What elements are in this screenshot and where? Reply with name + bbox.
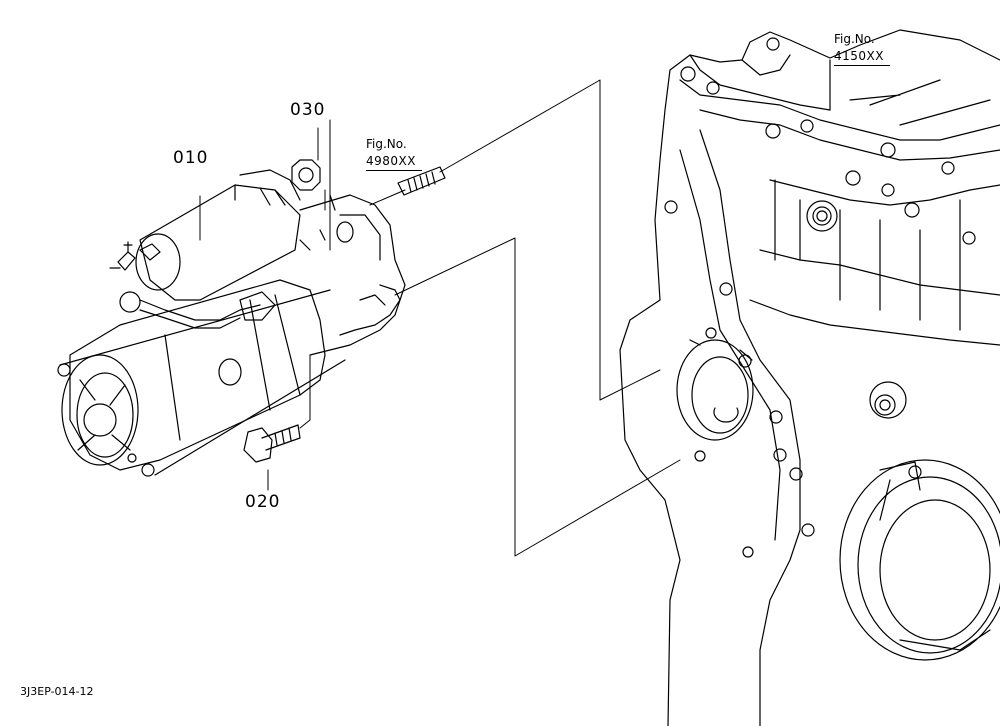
fig-ref-case-title: Fig.No. xyxy=(834,32,875,46)
fig-ref-stud-underline xyxy=(366,170,422,171)
drawing-code: 3J3EP-014-12 xyxy=(20,685,94,698)
callout-020: 020 xyxy=(245,492,281,512)
assembly-lines xyxy=(199,79,681,557)
fig-ref-case-number: 4150XX xyxy=(834,49,884,63)
gear-case xyxy=(619,29,1000,726)
fig-ref-stud-number: 4980XX xyxy=(366,154,416,168)
stud xyxy=(397,166,446,196)
nut-030 xyxy=(291,159,321,191)
callout-010: 010 xyxy=(173,148,209,168)
bolt-020 xyxy=(243,424,301,463)
fig-ref-case-underline xyxy=(834,65,890,66)
starter-motor xyxy=(57,169,406,477)
callout-030: 030 xyxy=(290,100,326,120)
fig-ref-stud-title: Fig.No. xyxy=(366,137,407,151)
